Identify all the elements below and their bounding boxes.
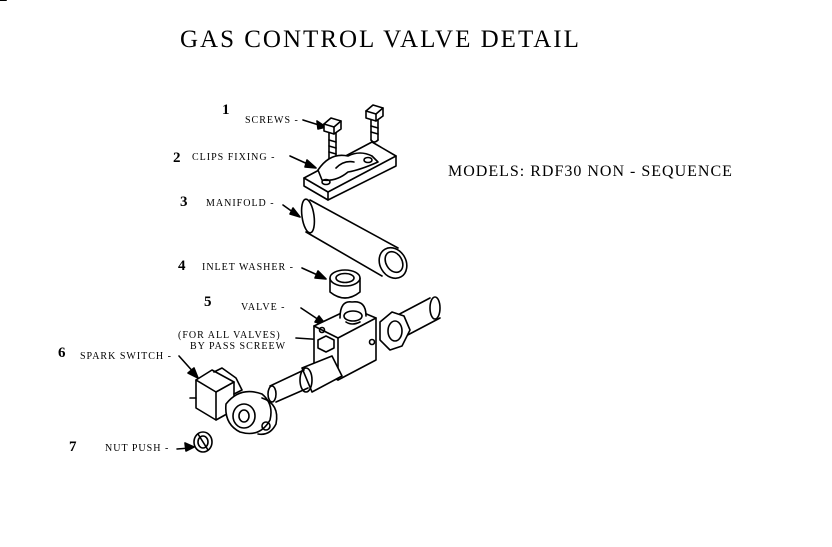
leader-arrows [176,119,331,452]
diagram-title: GAS CONTROL VALVE DETAIL [180,26,581,53]
bypass-note-line2: BY PASS SCREEW [190,341,287,352]
screw-left-icon [323,117,342,163]
part-number-2: 2 [173,150,181,166]
valve-body-icon [267,296,441,403]
part-number-3: 3 [180,194,188,210]
part-number-6: 6 [58,345,66,361]
nut-push-icon [193,431,213,453]
part-label-nut-push: NUT PUSH - [105,443,170,454]
part-number-4: 4 [178,258,186,274]
part-label-spark-switch: SPARK SWITCH - [80,351,172,362]
part-number-1: 1 [222,102,230,118]
models-label: MODELS: RDF30 NON - SEQUENCE [448,163,733,180]
bypass-note-line1: (FOR ALL VALVES) [178,330,281,341]
inlet-washer-icon [329,269,361,299]
part-number-7: 7 [69,439,77,455]
part-label-inlet-washer: INLET WASHER - [202,262,294,273]
part-label-screws: SCREWS - [245,115,299,126]
screw-right-icon [365,104,384,143]
part-label-clips-fixing: CLIPS FIXING - [192,152,276,163]
part-label-manifold: MANIFOLD - [206,198,275,209]
clips-fixing-icon [303,141,397,201]
part-label-valve: VALVE - [241,302,286,313]
part-number-5: 5 [204,294,212,310]
spark-switch-icon [189,367,278,436]
manifold-pipe-icon [300,198,408,280]
